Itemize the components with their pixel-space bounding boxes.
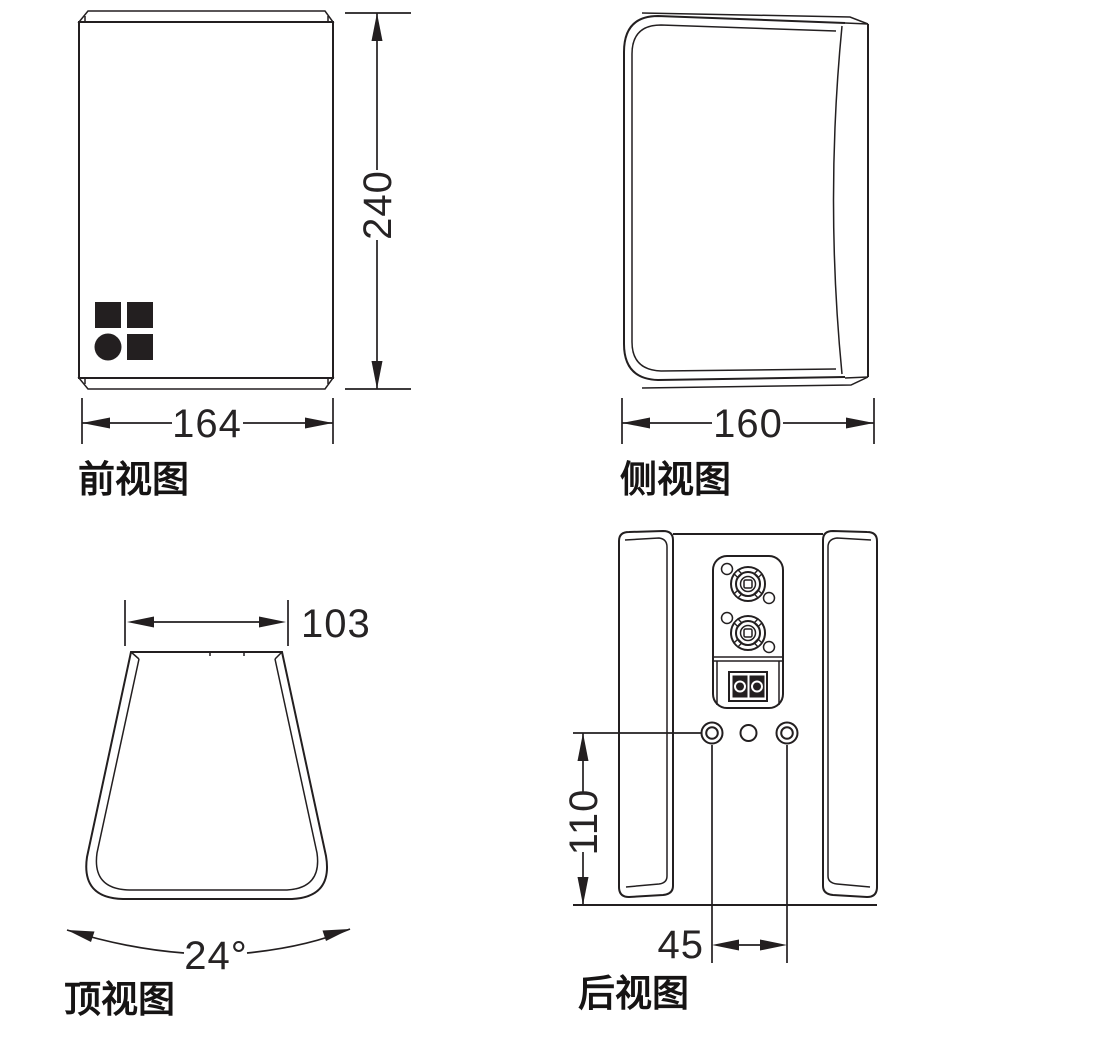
connector-inner-ring [739, 575, 757, 593]
cabinet-bottom-slab [77, 377, 335, 390]
rear-view: 110 45 后视图 [562, 529, 878, 1014]
arrowhead-right [846, 417, 874, 429]
rear-right-side-panel [822, 529, 878, 899]
front-width-dimension: 164 [81, 398, 334, 446]
front-view: 240 164 前视图 [77, 10, 411, 500]
logo-square-bottom-right [127, 334, 153, 360]
side-back-curve [832, 25, 843, 375]
mounting-point-right [775, 721, 799, 745]
connector-screw [720, 611, 734, 625]
connector-screw [762, 640, 776, 654]
cabinet-top-slab [77, 10, 335, 23]
rear-right-panel-rim [827, 537, 872, 888]
terminal-outline [728, 671, 768, 702]
terminal-cell [749, 675, 765, 698]
speakon-connector-icon [720, 562, 776, 605]
terminal-screw [734, 680, 746, 693]
arrowhead-left [82, 417, 110, 429]
mounting-point-left-inner [705, 726, 719, 740]
connector-keyway [743, 579, 753, 589]
terminal-screw [751, 680, 763, 693]
rear-left-side-panel [618, 529, 674, 899]
bottom-slab-notches [84, 378, 329, 384]
connector-outer-ring [730, 566, 766, 602]
side-bottom-slab [641, 376, 869, 389]
side-width-value: 160 [713, 402, 783, 446]
arrowhead-left [712, 939, 739, 951]
terminal-cell [732, 675, 748, 698]
side-inner-rim [631, 24, 837, 372]
rear-view-label: 后视图 [578, 973, 689, 1014]
mounting-point-center [739, 724, 758, 742]
rear-spacing-dimension: 45 [658, 745, 788, 967]
side-body-outline [623, 14, 846, 382]
arrowhead-right [259, 616, 286, 628]
front-width-value: 164 [172, 402, 242, 446]
arrowhead-left [67, 930, 95, 942]
rear-height-value: 110 [562, 789, 606, 856]
top-angle-dimension: 24° [66, 928, 351, 978]
arrowhead-down [577, 877, 589, 905]
front-view-label: 前视图 [78, 459, 189, 500]
arrowhead-right [322, 929, 350, 941]
arrowhead-left [127, 616, 154, 628]
top-width-dimension: 103 [124, 600, 371, 646]
arrowhead-down [371, 361, 383, 389]
connector-inner-ring [739, 624, 757, 642]
top-inner-rim [95, 658, 319, 891]
side-top-step [844, 22, 869, 25]
connector-screw [762, 591, 776, 605]
mounting-points [700, 721, 799, 745]
rear-height-dimension: 110 [562, 732, 701, 905]
connector-mid-ring [735, 571, 761, 597]
arrowhead-right [760, 939, 787, 951]
front-height-dimension: 240 [345, 12, 411, 390]
brand-logo-icon [94, 302, 153, 361]
connector-mid-ring [735, 620, 761, 646]
rear-spacing-value: 45 [658, 923, 705, 967]
rear-left-panel-rim [624, 537, 668, 888]
side-bottom-step [844, 376, 869, 379]
side-view-label: 侧视图 [620, 459, 731, 500]
connector-screw [720, 562, 734, 576]
top-edge-notches [209, 652, 245, 656]
arrowhead-right [305, 417, 333, 429]
top-view: 103 24° 顶视图 [64, 600, 371, 1020]
top-corner-chamfers [130, 651, 283, 660]
arrowhead-left [622, 417, 650, 429]
speakon-connector-icon [720, 611, 776, 654]
top-view-label: 顶视图 [64, 979, 175, 1020]
connector-panel [712, 555, 784, 709]
mounting-point-left [700, 721, 724, 745]
top-width-value: 103 [301, 602, 371, 646]
logo-circle-bottom-left [94, 333, 122, 361]
mounting-point-right-inner [780, 726, 794, 740]
logo-square-top-left [95, 302, 121, 328]
side-width-dimension: 160 [621, 398, 875, 446]
side-view: 160 侧视图 [620, 12, 875, 500]
terminal-block-icon [728, 671, 768, 702]
front-height-value: 240 [356, 170, 400, 240]
top-angle-value: 24° [184, 934, 248, 978]
connector-outer-ring [730, 615, 766, 651]
logo-square-top-right [127, 302, 153, 328]
arrowhead-up [371, 13, 383, 41]
connector-panel-separator [713, 656, 783, 705]
connector-keyway [743, 628, 753, 638]
arrowhead-up [577, 733, 589, 761]
side-top-slab [641, 12, 869, 25]
top-outline [85, 651, 328, 900]
